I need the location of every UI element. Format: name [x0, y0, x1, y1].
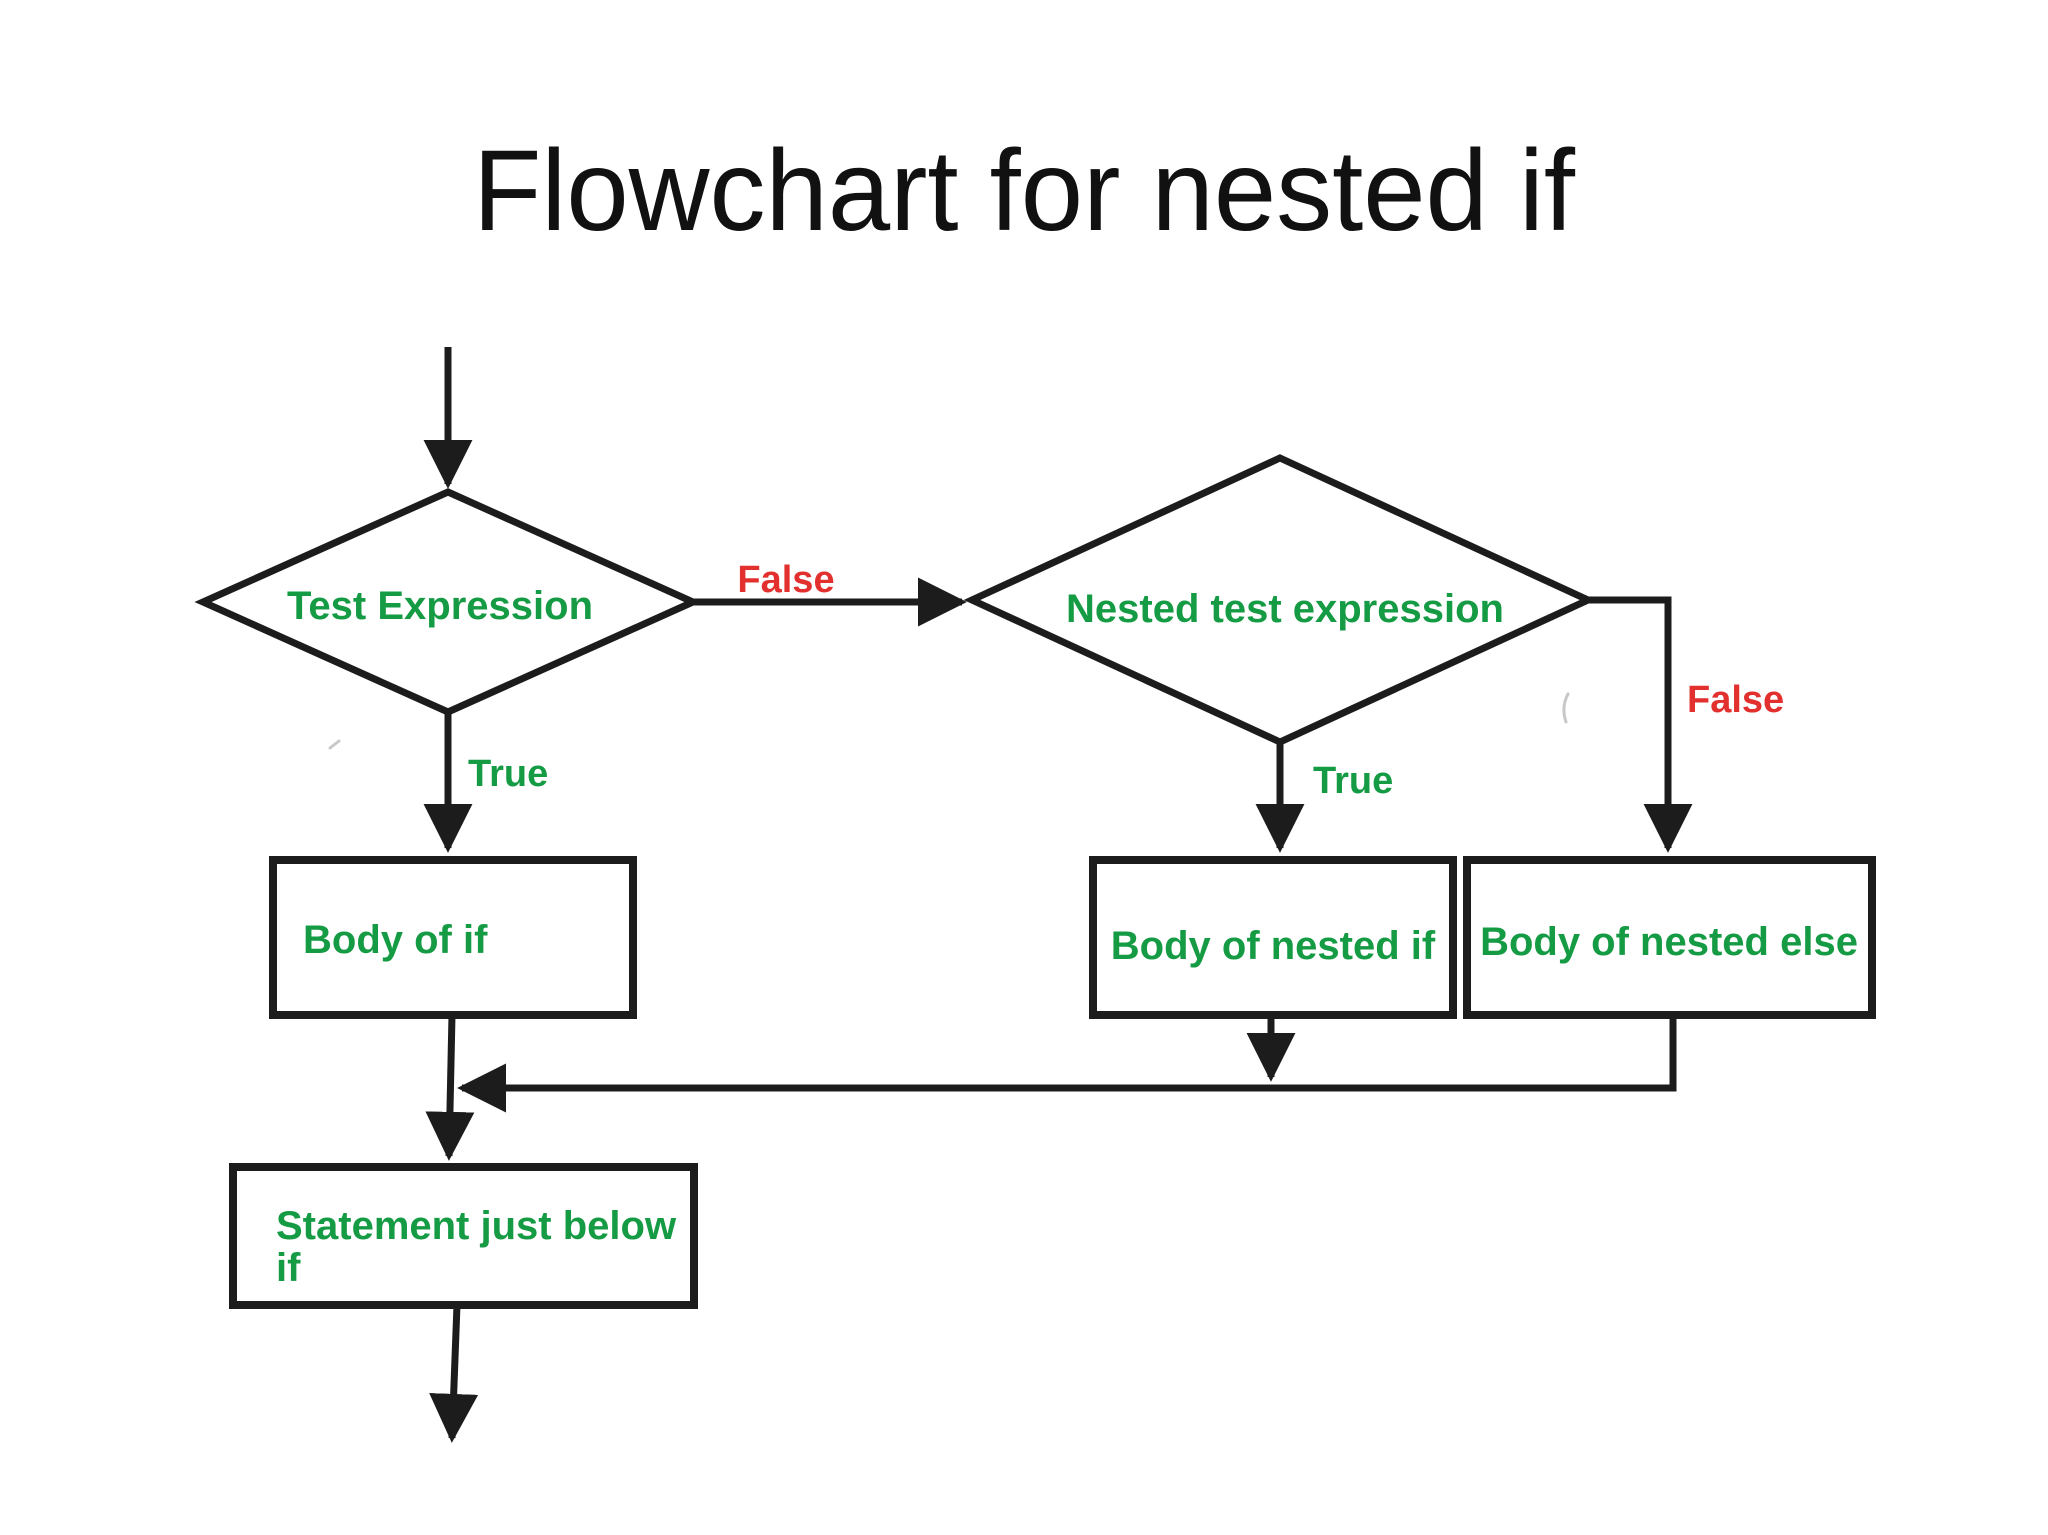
process-body-of-nested-else	[1463, 856, 1876, 1019]
edge-exit-arrow	[429, 1304, 479, 1443]
edge-nested-false	[1588, 596, 1693, 853]
process-body-of-nested-else-label: Body of nested else	[1480, 920, 1858, 964]
process-body-of-nested-if	[1089, 856, 1457, 1019]
decision-test-expression-label: Test Expression	[287, 584, 593, 628]
edge-nested-false-label: False	[1687, 679, 1784, 721]
smudge-artifact-2	[1562, 692, 1570, 724]
edge-nested-else-join-line	[457, 1015, 1677, 1113]
page-title: Flowchart for nested if	[473, 127, 1576, 255]
edge-test-true-label: True	[468, 753, 548, 795]
process-statement-below-if-label-line2: if	[276, 1246, 301, 1290]
process-body-of-if-label: Body of if	[303, 918, 488, 962]
edge-nested-true-label: True	[1313, 760, 1393, 802]
edge-test-false-label: False	[737, 559, 834, 601]
decision-nested-test-expression-label: Nested test expression	[1066, 587, 1504, 631]
process-statement-below-if	[229, 1163, 698, 1309]
edge-body-if-to-statement	[425, 1014, 475, 1161]
process-body-of-if	[269, 856, 637, 1019]
process-body-of-nested-if-label: Body of nested if	[1111, 924, 1436, 968]
smudge-artifact-1	[328, 739, 341, 750]
process-statement-below-if-label-line1: Statement just below	[276, 1204, 677, 1248]
